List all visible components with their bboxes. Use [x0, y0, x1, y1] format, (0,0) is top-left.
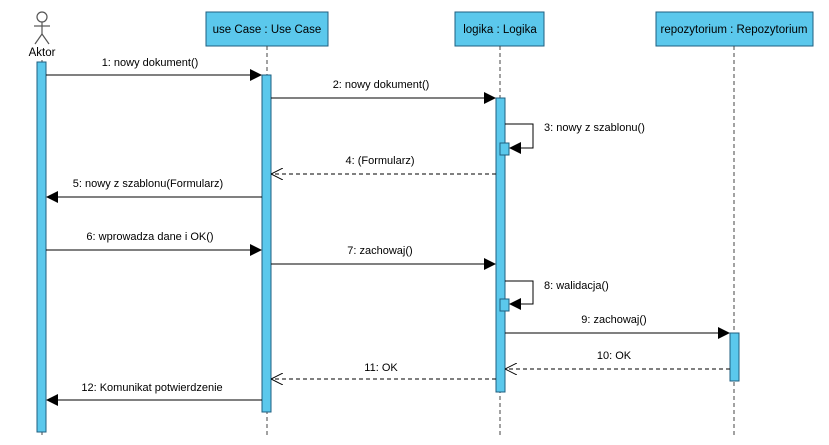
- message-5-label: 5: nowy z szablonu(Formularz): [73, 178, 223, 190]
- use-case-label: use Case : Use Case: [213, 24, 322, 36]
- message-12-label: 12: Komunikat potwierdzenie: [81, 382, 222, 394]
- repozytorium-activation: [729, 332, 740, 382]
- message-8: 8: walidacja(): [505, 280, 609, 310]
- message-4-label: 4: (Formularz): [345, 155, 414, 167]
- message-10: 10: OK: [506, 350, 730, 369]
- use-case-activation: [261, 74, 272, 413]
- message-7-label: 7: zachowaj(): [347, 245, 412, 257]
- repozytorium-participant[interactable]: repozytorium : Repozytorium: [655, 11, 814, 47]
- message-8-label: 8: walidacja(): [544, 280, 609, 292]
- message-4: 4: (Formularz): [272, 155, 496, 174]
- message-5: 5: nowy z szablonu(Formularz): [46, 178, 262, 203]
- logika-label: logika : Logika: [463, 24, 537, 36]
- actor-activation: [36, 61, 47, 433]
- message-9-label: 9: zachowaj(): [581, 314, 646, 326]
- message-1: 1: nowy dokument(): [46, 57, 262, 81]
- message-3-label: 3: nowy z szablonu(): [544, 122, 645, 134]
- message-12: 12: Komunikat potwierdzenie: [46, 382, 262, 406]
- use-case-box: [205, 11, 329, 47]
- repozytorium-box: [655, 11, 814, 47]
- logika-participant[interactable]: logika : Logika: [454, 11, 545, 47]
- actor-participant[interactable]: Aktor: [29, 11, 56, 59]
- message-1-label: 1: nowy dokument(): [102, 57, 199, 69]
- repozytorium-label: repozytorium : Repozytorium: [661, 24, 808, 36]
- message-11-label: 11: OK: [364, 362, 398, 374]
- message-7: 7: zachowaj(): [271, 245, 496, 270]
- message-2: 2: nowy dokument(): [271, 79, 496, 104]
- message-11: 11: OK: [272, 362, 496, 379]
- logika-activation: [495, 97, 506, 393]
- message-10-label: 10: OK: [597, 350, 632, 362]
- message-6-label: 6: wprowadza dane i OK(): [86, 231, 213, 243]
- message-8-arrow: [505, 280, 534, 310]
- use-case-participant[interactable]: use Case : Use Case: [205, 11, 329, 47]
- logika-self-activation-1: [499, 142, 510, 156]
- actor-icon: [34, 11, 50, 45]
- message-3: 3: nowy z szablonu(): [505, 122, 645, 154]
- logika-self-activation-2: [499, 298, 510, 312]
- message-6: 6: wprowadza dane i OK(): [46, 231, 262, 256]
- actor-label: Aktor: [29, 47, 56, 59]
- message-2-label: 2: nowy dokument(): [333, 79, 430, 91]
- message-3-arrow: [505, 123, 534, 154]
- message-9: 9: zachowaj(): [505, 314, 730, 339]
